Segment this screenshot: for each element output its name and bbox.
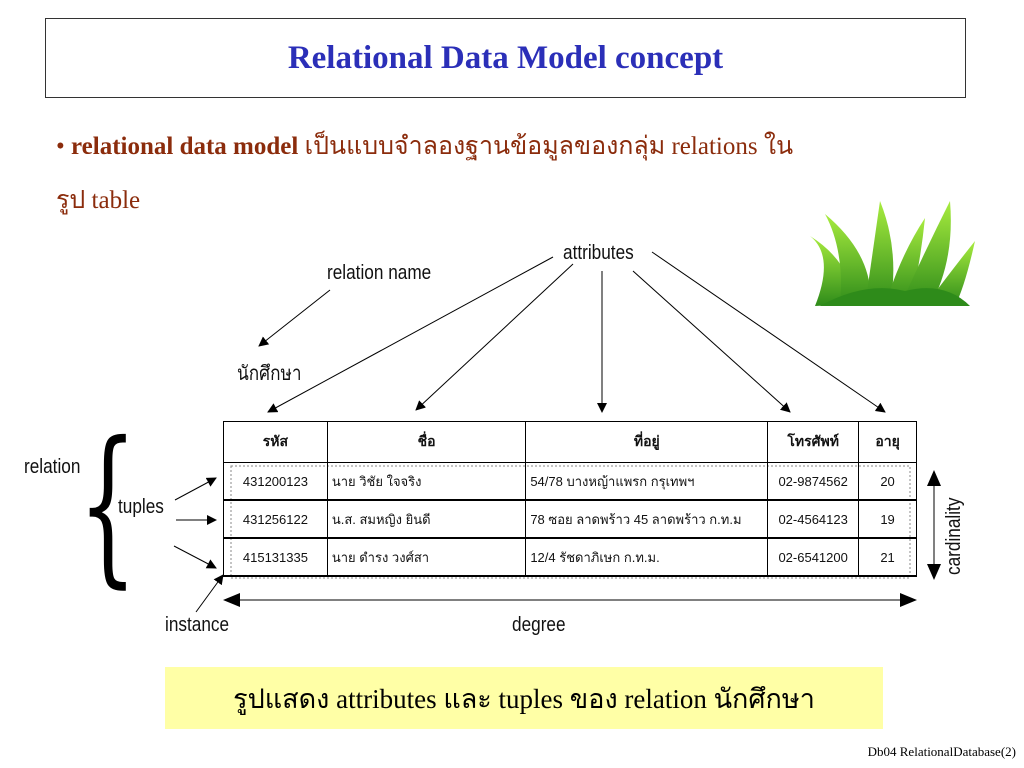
bullet-point: • relational data model เป็นแบบจำลองฐานข…: [56, 126, 793, 166]
slide-title: Relational Data Model concept: [287, 39, 724, 76]
title-box: Relational Data Model concept: [45, 18, 966, 98]
attr-arrow-2: [415, 263, 574, 411]
table-row: 415131335 นาย ดำรง วงศ์สา 12/4 รัชดาภิเษ…: [223, 538, 917, 576]
tuple-arrow-3: [173, 545, 217, 569]
degree-arrow-left: [223, 593, 240, 607]
bullet-text-line2: รูป table: [56, 187, 141, 214]
header-name: ชื่อ: [326, 421, 527, 463]
attr-arrow-4: [632, 270, 791, 413]
slide-footer: Db04 RelationalDatabase(2): [867, 744, 1016, 759]
cell-age: 19: [858, 500, 917, 538]
degree-arrow-right: [900, 593, 917, 607]
header-address: ที่อยู่: [525, 421, 769, 463]
relation-name-label: relation name: [327, 262, 432, 284]
relation-label: relation: [24, 456, 81, 478]
relation-brace: {: [78, 406, 138, 604]
relation-name-value: นักศึกษา: [237, 363, 302, 385]
caption-text: รูปแสดง attributes และ tuples ของ relati…: [233, 683, 815, 714]
instance-label: instance: [165, 614, 230, 636]
header-id: รหัส: [223, 421, 328, 463]
cardinality-label: cardinality: [943, 497, 965, 575]
table-row: 431200123 นาย วิชัย ใจจริง 54/78 บางหญ้า…: [223, 462, 917, 500]
instance-arrow: [195, 574, 224, 613]
cell-id: 431256122: [223, 500, 328, 538]
relation-table: รหัส ชื่อ ที่อยู่ โทรศัพท์ อายุ 43120012…: [223, 421, 917, 577]
cell-name: น.ส. สมหญิง ยินดี: [326, 500, 527, 538]
bullet-bold-term: relational data model: [71, 133, 299, 160]
cell-id: 415131335: [223, 538, 328, 576]
tuples-label: tuples: [118, 496, 164, 518]
degree-label: degree: [512, 614, 566, 636]
attributes-label: attributes: [563, 242, 634, 264]
cell-address: 12/4 รัชดาภิเษก ก.ท.ม.: [525, 538, 769, 576]
tuple-arrow-1: [174, 477, 217, 501]
bullet-text-line1: เป็นแบบจำลองฐานข้อมูลของกลุ่ม relations …: [298, 133, 794, 160]
cell-phone: 02-4564123: [767, 500, 860, 538]
cell-age: 21: [858, 538, 917, 576]
cardinality-arrow-down: [927, 564, 941, 580]
relation-name-arrow: [258, 289, 331, 347]
cell-phone: 02-9874562: [767, 462, 860, 500]
attr-arrow-1: [267, 256, 554, 413]
caption-box: รูปแสดง attributes และ tuples ของ relati…: [165, 667, 883, 729]
header-age: อายุ: [858, 421, 917, 463]
bullet-marker: •: [56, 133, 65, 160]
cardinality-arrow-up: [927, 470, 941, 486]
cell-age: 20: [858, 462, 917, 500]
header-phone: โทรศัพท์: [767, 421, 860, 463]
grass-clipart-icon: [810, 201, 975, 306]
cell-id: 431200123: [223, 462, 328, 500]
cell-name: นาย ดำรง วงศ์สา: [326, 538, 527, 576]
cell-name: นาย วิชัย ใจจริง: [326, 462, 527, 500]
table-row: 431256122 น.ส. สมหญิง ยินดี 78 ซอย ลาดพร…: [223, 500, 917, 538]
cell-address: 54/78 บางหญ้าแพรก กรุเทพฯ: [525, 462, 769, 500]
attr-arrow-5: [651, 251, 886, 413]
cell-address: 78 ซอย ลาดพร้าว 45 ลาดพร้าว ก.ท.ม: [525, 500, 769, 538]
table-header-row: รหัส ชื่อ ที่อยู่ โทรศัพท์ อายุ: [223, 421, 917, 463]
cell-phone: 02-6541200: [767, 538, 860, 576]
